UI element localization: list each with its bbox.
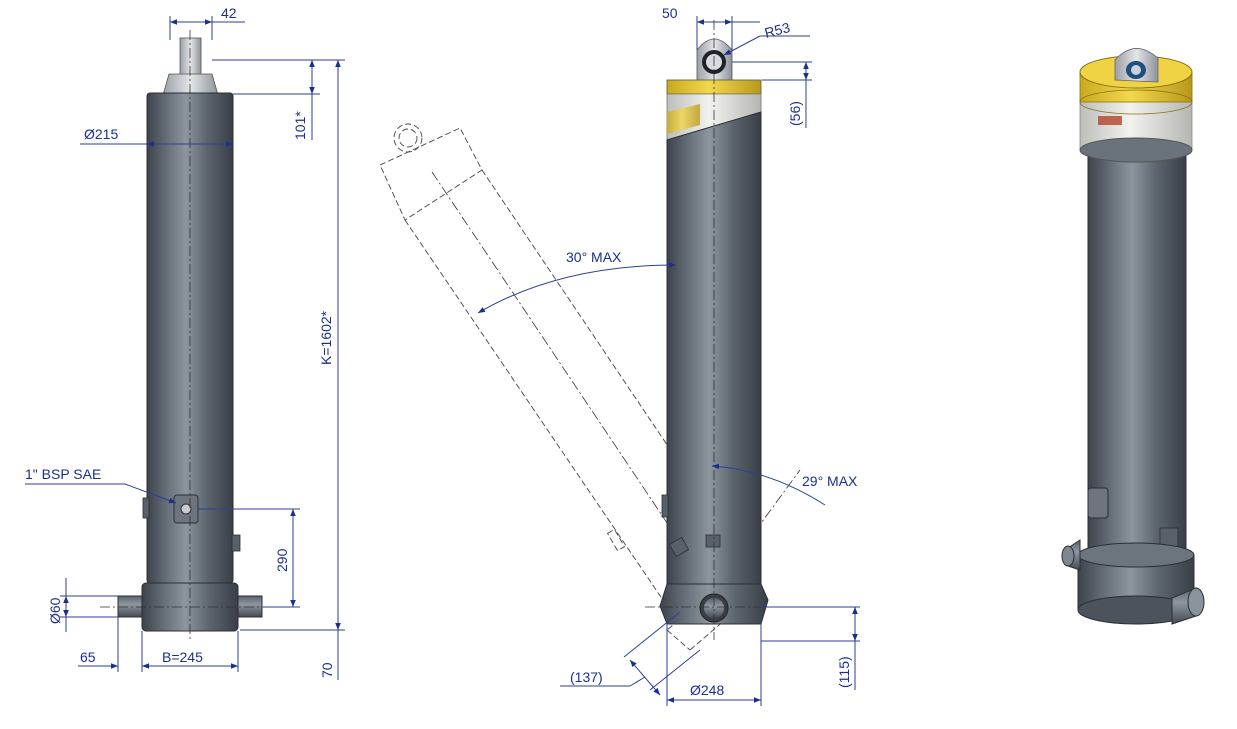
dim-pin-diameter: Ø60 [47, 597, 63, 624]
dim-eye-offset: (56) [787, 101, 803, 126]
dim-tilt-back: 29° MAX [802, 473, 858, 489]
dim-base-diameter: Ø248 [690, 682, 724, 698]
dim-base-height: (115) [836, 656, 852, 688]
dim-base-bottom: 70 [319, 662, 335, 678]
side-view: 50 R53 (56) 30° MAX 29° MAX (137) Ø248 (… [379, 5, 860, 706]
dim-pin-left: 65 [80, 649, 96, 665]
dim-base-offset: (137) [570, 669, 603, 685]
dim-diameter: Ø215 [84, 126, 118, 142]
dim-port-height: 290 [274, 548, 290, 572]
iso-cylinder-body [1087, 144, 1187, 556]
dim-tilt-forward: 30° MAX [566, 249, 622, 265]
front-pin-left [117, 595, 143, 618]
front-pin-right [237, 595, 263, 618]
dim-eye-width: 50 [662, 5, 678, 21]
dim-base-width: B=245 [162, 649, 203, 665]
dim-overall: K=1602* [318, 310, 334, 365]
port-label: 1" BSP SAE [25, 466, 101, 482]
dim-top-width: 42 [221, 5, 237, 21]
dim-top-offset: 101* [292, 111, 308, 140]
isometric-view [1061, 48, 1205, 625]
front-view: 42 Ø215 101* K=1602* 1" BSP SAE 290 Ø60 … [25, 5, 345, 680]
dim-eye-radius: R53 [763, 19, 792, 41]
